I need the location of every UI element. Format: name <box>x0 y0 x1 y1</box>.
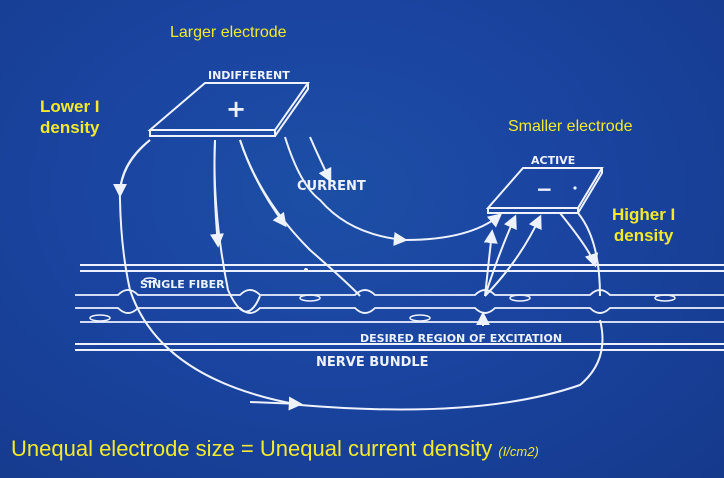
indifferent-label: INDIFFERENT <box>208 69 290 82</box>
dot-mark-2 <box>573 186 577 190</box>
single-fiber-label: SINGLE FIBER <box>140 278 225 291</box>
lower-density-line2: density <box>40 118 100 137</box>
lower-density-label: Lower I density <box>40 96 100 138</box>
higher-density-line1: Higher I <box>612 205 676 224</box>
minus-sign: − <box>536 177 553 201</box>
current-paths <box>113 136 604 411</box>
plus-sign: + <box>226 95 246 123</box>
active-label: ACTIVE <box>531 154 575 167</box>
smaller-electrode-label: Smaller electrode <box>508 118 633 135</box>
active-electrode <box>485 167 604 214</box>
caption-unit: (I/cm2) <box>498 444 539 459</box>
nerve-bundle-label: NERVE BUNDLE <box>316 355 429 370</box>
higher-density-label: Higher I density <box>612 204 675 246</box>
current-label: CURRENT <box>297 179 366 194</box>
caption: Unequal electrode size = Unequal current… <box>11 436 539 462</box>
lower-density-line1: Lower I <box>40 97 100 116</box>
indifferent-electrode <box>147 82 310 137</box>
single-fiber <box>75 289 724 323</box>
larger-electrode-label: Larger electrode <box>170 24 287 41</box>
caption-main: Unequal electrode size = Unequal current… <box>11 436 493 461</box>
fiber-nuclei <box>89 277 676 322</box>
dot-mark <box>304 268 308 272</box>
higher-density-line2: density <box>613 226 674 245</box>
desired-region-label: DESIRED REGION OF EXCITATION <box>360 332 562 345</box>
